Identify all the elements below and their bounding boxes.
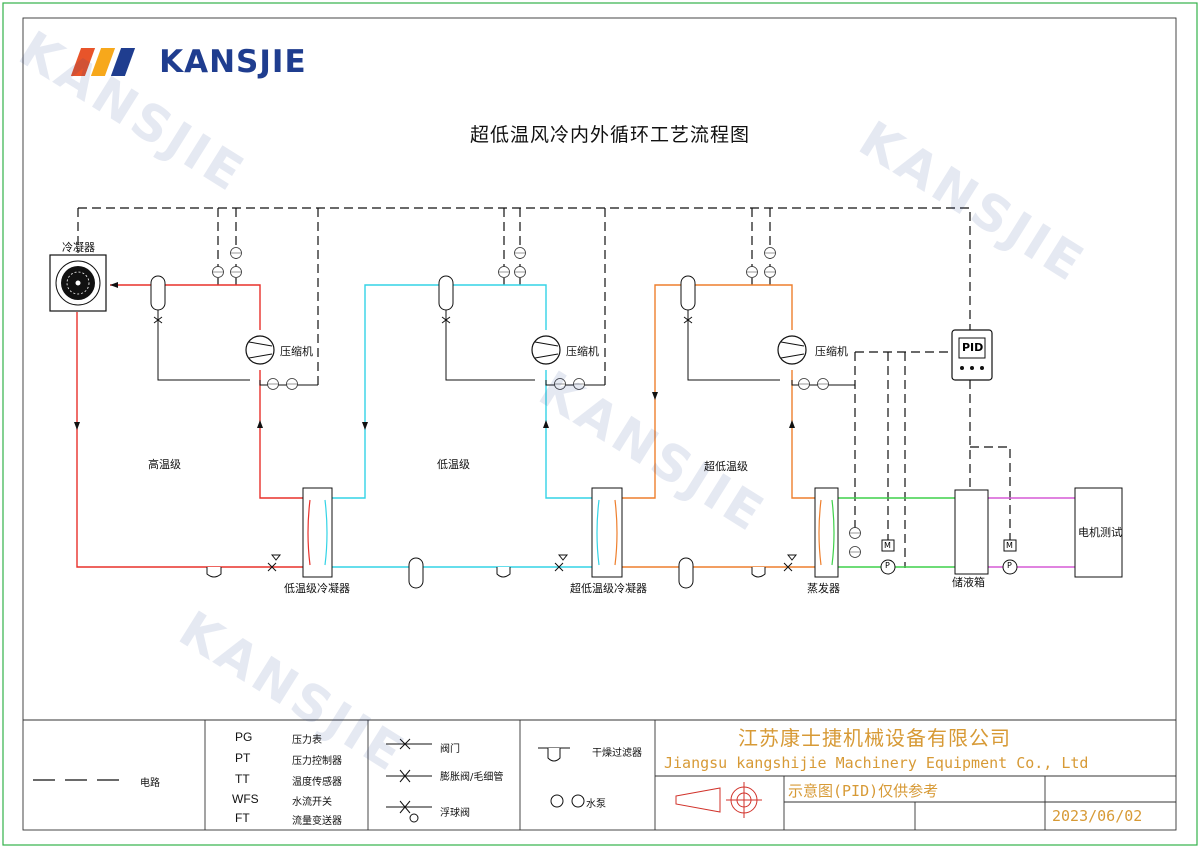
legend-symbol-expansion: 膨胀阀/毛细管: [440, 772, 504, 783]
logo: KANSJIE: [68, 44, 307, 80]
expansion-valves: [267, 554, 798, 572]
tank-label: 储液箱: [952, 576, 985, 589]
legend-electric-line: 电路: [140, 778, 160, 789]
legend-code-text: 流量变送器: [292, 816, 342, 827]
legend-symbol-float: 浮球阀: [440, 808, 470, 819]
evaporator-label: 蒸发器: [807, 582, 840, 595]
pump-label: P: [1007, 561, 1012, 570]
filters: [206, 557, 766, 589]
legend-code-text: 温度传感器: [292, 777, 342, 788]
ultra-stage-loop: [622, 284, 815, 568]
inner-frame: [22, 17, 1177, 831]
compressor-ultra-label: 压缩机: [815, 345, 848, 358]
water-loop: [838, 497, 955, 568]
motor-test-loop: [988, 497, 1075, 568]
cascade-ultra-label: 超低温级冷凝器: [570, 582, 647, 595]
condenser-label: 冷凝器: [62, 241, 95, 254]
high-stage-loop: [76, 284, 303, 568]
motor-label: M: [1006, 541, 1013, 550]
legend-code: PG: [235, 730, 253, 744]
motor-test-box: [1074, 487, 1123, 578]
legend-code: TT: [235, 772, 250, 786]
legend-code-text: 压力表: [292, 735, 322, 746]
compressors: [245, 335, 807, 365]
legend-symbol-filter: 干燥过滤器: [592, 748, 642, 759]
compressor-low-label: 压缩机: [566, 345, 599, 358]
pumps: [880, 539, 1018, 575]
pump-label: P: [885, 561, 890, 570]
legend-symbol-pump: 水泵: [586, 799, 606, 810]
pid-controller: [951, 329, 993, 381]
drawing-date: 2023/06/02: [1052, 807, 1143, 825]
legend-code-text: 水流开关: [292, 797, 332, 808]
pid-label: PID: [962, 341, 984, 354]
compressor-high-label: 压缩机: [280, 345, 313, 358]
company-name-en: Jiangsu kangshijie Machinery Equipment C…: [664, 754, 1089, 772]
legend-code: WFS: [232, 792, 259, 806]
cascade-low-label: 低温级冷凝器: [284, 582, 350, 595]
stage-high-label: 高温级: [148, 458, 181, 471]
motor-test-label: 电机测试: [1078, 526, 1122, 539]
logo-text: KANSJIE: [159, 44, 307, 80]
page-title: 超低温风冷内外循环工艺流程图: [470, 124, 751, 146]
receivers: [150, 275, 696, 311]
projection-symbol: [675, 782, 762, 818]
air-condenser: [49, 254, 107, 312]
company-name-cn: 江苏康士捷机械设备有限公司: [738, 726, 1011, 750]
legend-symbol-valve: 阀门: [440, 744, 460, 755]
legend-code-text: 压力控制器: [292, 756, 342, 767]
stage-low-label: 低温级: [437, 458, 470, 471]
title-block-lines: [23, 719, 1176, 830]
liquid-tank: [954, 489, 989, 575]
low-stage-loop: [332, 284, 592, 568]
motor-label: M: [884, 541, 891, 550]
legend-symbols: [386, 738, 585, 823]
legend-code: FT: [235, 811, 250, 825]
drawing-note: 示意图(PID)仅供参考: [788, 782, 939, 800]
stage-ultra-label: 超低温级: [704, 460, 748, 473]
legend-code: PT: [235, 751, 251, 765]
